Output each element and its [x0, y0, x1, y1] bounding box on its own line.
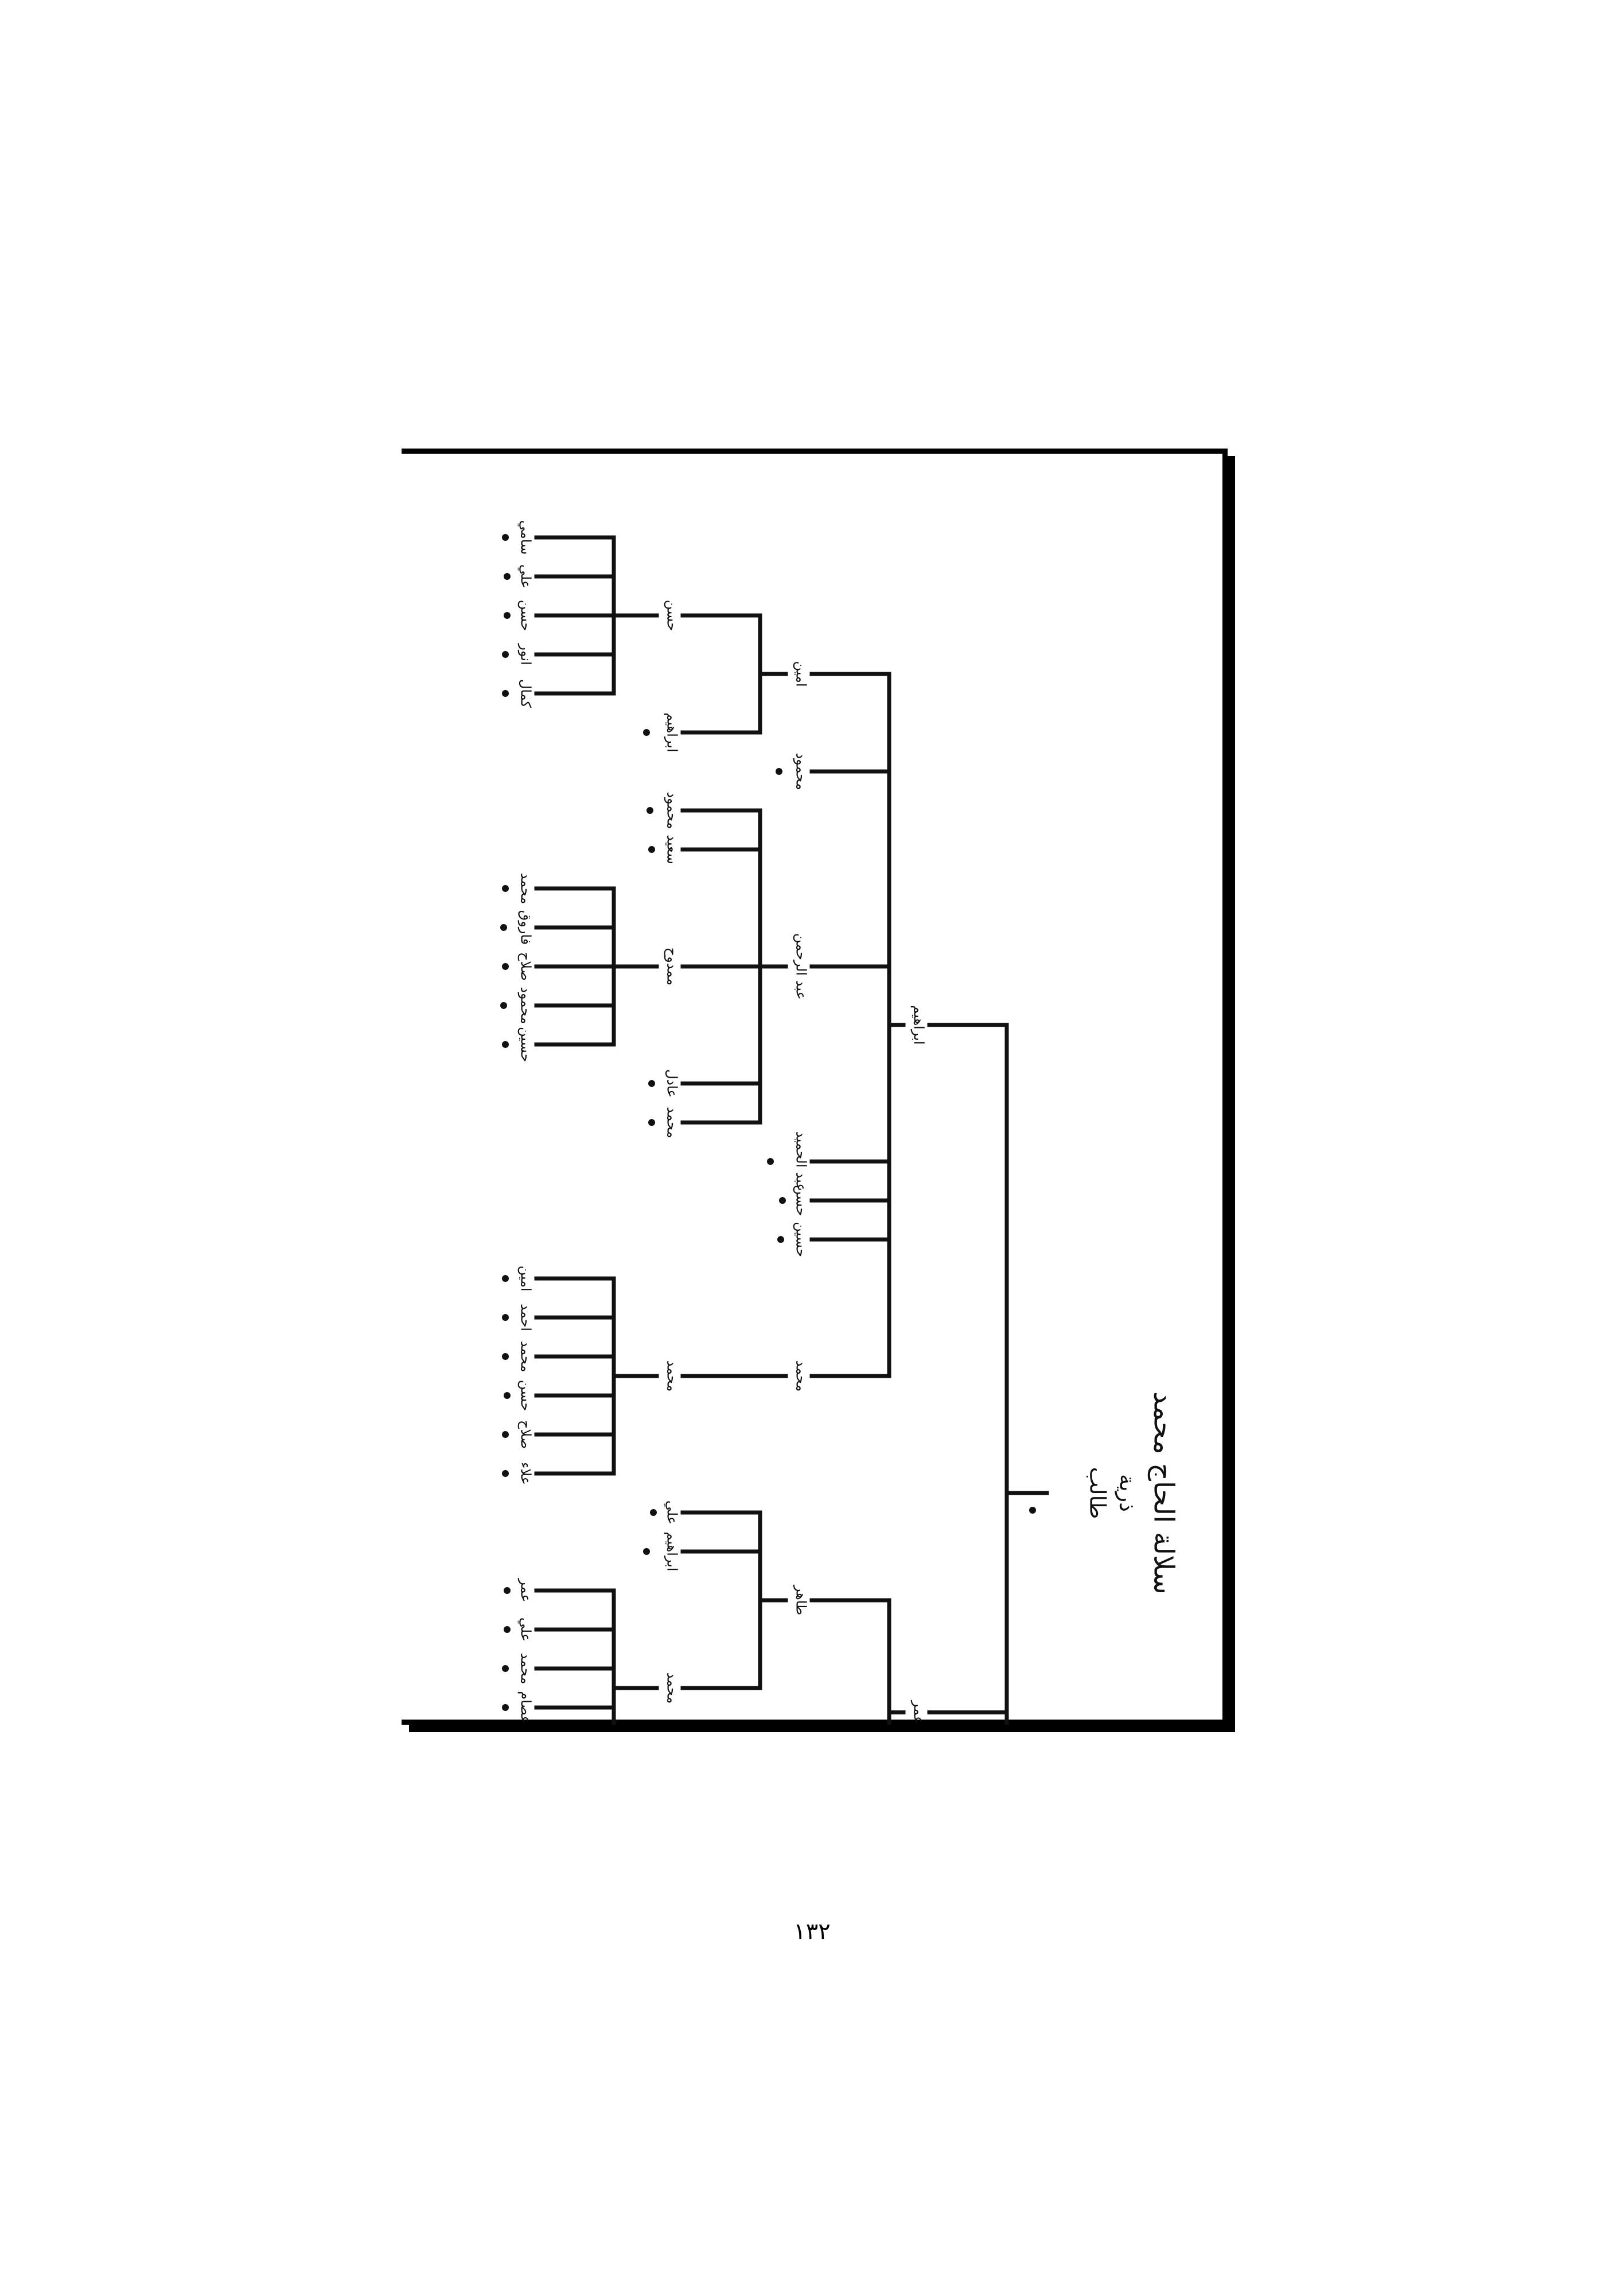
person-b1a2: ابراهيم — [664, 712, 680, 752]
marker-b1e — [779, 1197, 786, 1204]
person-b2a3a: عمر — [518, 1578, 534, 1602]
diagram-frame — [402, 449, 1228, 1725]
marker-b1g1c — [502, 1353, 509, 1360]
person-b1d: عبد الحميد — [793, 1132, 809, 1192]
person-b1c3: ممدوح — [664, 948, 680, 985]
person-b1f: حسين — [793, 1222, 809, 1257]
person-b1g1f: علاء — [518, 1462, 534, 1485]
marker-b1a1a — [502, 534, 509, 541]
marker-root — [1029, 1507, 1036, 1514]
person-b1c: عبد الرحمن — [793, 933, 809, 1000]
marker-b1g1e — [502, 1431, 509, 1438]
person-b1g1: محمد — [664, 1361, 680, 1392]
marker-b1g1b — [502, 1314, 509, 1321]
person-b1g1c: محمد — [518, 1341, 534, 1373]
marker-b1a1c — [504, 612, 511, 619]
marker-b1c4 — [648, 1080, 655, 1087]
marker-b1c3c — [502, 963, 509, 970]
person-b1c3c: صلاح — [518, 952, 534, 981]
person-b2a3b: علي — [518, 1617, 534, 1642]
person-b2a: طاهر — [793, 1585, 809, 1615]
person-b1e: حسن — [793, 1185, 809, 1217]
person-b1a1: حسن — [664, 600, 680, 632]
family-tree: ابراهيم امين حسن سامي علي حسن انور كمال ابراهيم م… — [500, 520, 1180, 1725]
person-b2a3: محمد — [664, 1673, 680, 1704]
person-b1c2: سعيد — [664, 835, 680, 864]
person-b1a1b: علي — [518, 564, 534, 588]
marker-b2a3a — [504, 1587, 511, 1594]
person-b1c4: عادل — [664, 1069, 680, 1098]
person-b1a1d: انور — [518, 643, 534, 665]
marker-b2a3b — [504, 1626, 511, 1633]
marker-b2a3c — [502, 1665, 509, 1672]
person-b1b: محمود — [793, 753, 809, 790]
marker-b1c3b — [500, 924, 507, 931]
person-b1g1e: صلاح — [518, 1420, 534, 1449]
marker-b1c2 — [648, 846, 655, 853]
person-b1a: امين — [793, 661, 809, 687]
title-line-3: طالب — [1085, 1467, 1111, 1519]
person-b1c3b: فاروق — [518, 910, 534, 945]
person-b1a1c: حسن — [518, 600, 534, 632]
person-b1c5: محمد — [664, 1107, 680, 1139]
person-b2a3c: محمد — [518, 1653, 534, 1685]
person-b1: ابراهيم — [911, 1005, 927, 1044]
page-number: ١٣٢ — [793, 1919, 831, 1945]
marker-b1c1 — [647, 807, 653, 814]
marker-b1c3e — [502, 1041, 509, 1048]
marker-b1g1f — [502, 1470, 509, 1477]
marker-b1g1d — [504, 1392, 511, 1399]
person-b1c3d: محمود — [518, 987, 534, 1024]
marker-b2a1 — [650, 1509, 657, 1516]
marker-b1f — [777, 1236, 784, 1243]
person-b1g1a: امين — [518, 1265, 534, 1291]
marker-b1c3d — [500, 1002, 507, 1009]
person-b1g: محمد — [793, 1361, 809, 1392]
marker-b1a2 — [643, 729, 650, 736]
person-b1c1: محمود — [664, 792, 680, 829]
marker-b1a1d — [502, 651, 509, 658]
person-b2a1: علي — [664, 1500, 680, 1525]
title-line-1: سلالة الحاج محمد — [1148, 1391, 1180, 1595]
person-b1a1a: سامي — [518, 520, 534, 555]
person-b1g1b: احمد — [518, 1304, 534, 1331]
marker-b1d — [767, 1158, 774, 1165]
person-b2: عمر — [911, 1700, 927, 1724]
person-b1c3e: حسين — [518, 1027, 534, 1062]
marker-b2a2 — [643, 1548, 650, 1555]
person-b1g1d: حسن — [518, 1380, 534, 1412]
marker-b1b — [776, 768, 782, 775]
person-b1a1e: كمال — [518, 679, 534, 708]
marker-b1c5 — [648, 1119, 655, 1126]
marker-b2a3d — [502, 1704, 509, 1711]
marker-b1c3a — [502, 885, 509, 892]
person-b2a2: ابراهيم — [664, 1531, 680, 1571]
marker-b1g1a — [502, 1275, 509, 1282]
marker-b1a1b — [504, 573, 511, 580]
person-b2a3d: عصام — [518, 1691, 534, 1724]
title-line-2: ذرية — [1115, 1474, 1140, 1512]
person-b1c3a: محمد — [518, 873, 534, 905]
marker-b1a1e — [502, 690, 509, 697]
